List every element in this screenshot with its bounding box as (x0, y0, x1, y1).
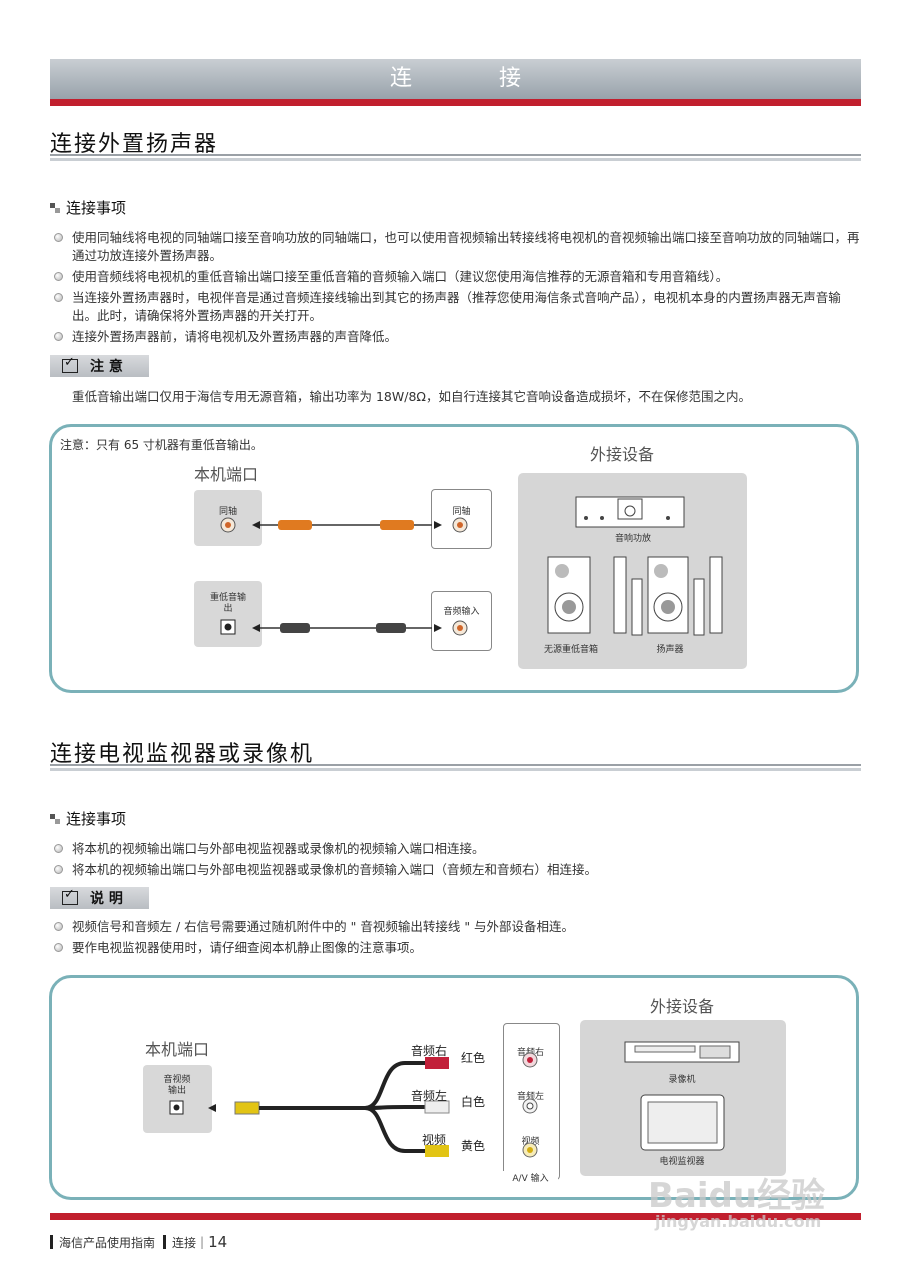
subheading-text: 连接事项 (66, 810, 127, 828)
footer-bar-icon (163, 1235, 167, 1249)
port-label: 同轴 (452, 507, 471, 517)
av-cable-icon (208, 1057, 450, 1157)
rca-jack-icon (220, 517, 236, 533)
list-item: 使用音频线将电视机的重低音输出端口接至重低音箱的音频输入端口（建议您使用海信推荐… (54, 268, 864, 286)
port-label: 音频输入 (443, 607, 480, 617)
checkbox-icon (62, 887, 78, 905)
square-jack-icon (169, 1100, 184, 1115)
note-label: 注 意 (90, 359, 123, 375)
header-accent-bar (50, 99, 861, 106)
baidu-watermark-url: jingyan.baidu.com (655, 1212, 822, 1231)
section-rule (50, 768, 861, 771)
color-label-red: 红色 (461, 1051, 486, 1065)
av-cable-diagram (169, 1057, 450, 1157)
footer-guide: 海信产品使用指南 (59, 1235, 156, 1250)
section-rule (50, 764, 861, 766)
external-device-title: 外接设备 (650, 997, 715, 1016)
list-item: 当连接外置扬声器时，电视伴音是通过音频连接线输出到其它的扬声器（推荐您使用海信条… (54, 289, 864, 325)
amp-label: 音响功放 (614, 534, 651, 544)
square-bullet-icon (50, 813, 60, 824)
yellow-jack-icon (522, 1142, 538, 1158)
av-input-label: A/V 输入 (503, 1171, 558, 1184)
subwoofer-icon (547, 556, 591, 634)
red-jack-icon (522, 1052, 538, 1068)
speaker-illustration (547, 496, 723, 636)
color-label-yellow: 黄色 (461, 1139, 486, 1153)
footer-accent-bar (50, 1213, 861, 1220)
audio-cable-icon (252, 623, 442, 633)
list-item: 使用同轴线将电视的同轴端口接至音响功放的同轴端口，也可以使用音视频输出转接线将电… (54, 229, 864, 265)
list-item: 将本机的视频输出端口与外部电视监视器或录像机的视频输入端口相连接。 (54, 840, 864, 858)
diagram-caption: 注意：只有 65 寸机器有重低音输出。 (60, 438, 263, 452)
subheading: 连接事项 (50, 808, 126, 829)
cable-diagram (220, 517, 468, 636)
section-title: 连接外置扬声器 (50, 132, 219, 157)
bullet-list: 视频信号和音频左 / 右信号需要通过随机附件中的 " 音视频输出转接线 " 与外… (54, 918, 864, 960)
amplifier-icon (575, 496, 685, 528)
section-rule (50, 154, 861, 156)
square-jack-icon (220, 619, 236, 635)
vcr-icon (624, 1041, 740, 1063)
list-item: 要作电视监视器使用时，请仔细查阅本机静止图像的注意事项。 (54, 939, 864, 957)
local-port-title: 本机端口 (194, 465, 259, 484)
baidu-watermark: Baidu经验 (648, 1176, 826, 1216)
list-item: 将本机的视频输出端口与外部电视监视器或录像机的音频输入端口（音频左和音频右）相连… (54, 861, 864, 879)
coax-cable-icon (252, 520, 442, 530)
square-bullet-icon (50, 202, 60, 213)
speaker-icon (613, 556, 723, 636)
color-label-white: 白色 (461, 1095, 486, 1109)
subwoofer-label: 无源重低音箱 (543, 645, 598, 655)
cable-label-right: 音频右 (411, 1044, 448, 1058)
input-label: 视频 (521, 1137, 540, 1147)
vcr-label: 录像机 (668, 1075, 696, 1085)
footer-section: 连接 (172, 1235, 197, 1250)
speaker-label: 扬声器 (656, 645, 684, 655)
list-item: 视频信号和音频左 / 右信号需要通过随机附件中的 " 音视频输出转接线 " 与外… (54, 918, 864, 936)
header-band: 连 接 (50, 59, 861, 99)
rca-jack-icon (452, 620, 468, 636)
port-label: 重低音输出 (209, 593, 246, 614)
vcr-monitor-illustration (624, 1041, 740, 1151)
section-title: 连接电视监视器或录像机 (50, 742, 315, 767)
white-jack-icon (522, 1098, 538, 1114)
checkbox-icon (62, 355, 78, 373)
note-text: 重低音输出端口仅用于海信专用无源音箱，输出功率为 18W/8Ω，如自行连接其它音… (72, 389, 751, 404)
subwoofer-port-box: 重低音输出 (194, 581, 262, 647)
monitor-label: 电视监视器 (659, 1157, 705, 1167)
footer: 海信产品使用指南 连接 | 14 (50, 1233, 227, 1251)
subheading: 连接事项 (50, 197, 126, 218)
bullet-list: 使用同轴线将电视的同轴端口接至音响功放的同轴端口，也可以使用音视频输出转接线将电… (54, 229, 864, 349)
page-number: 14 (208, 1233, 228, 1251)
cable-label-video: 视频 (422, 1133, 447, 1147)
rca-jack-icon (452, 517, 468, 533)
port-label: 同轴 (218, 507, 237, 517)
local-port-title: 本机端口 (145, 1040, 210, 1059)
note-tag: 说 明 (50, 887, 149, 909)
page-header-title: 连 接 (390, 66, 561, 91)
note-label: 说 明 (90, 891, 123, 907)
section-rule (50, 158, 861, 161)
footer-bar-icon (50, 1235, 53, 1249)
av-output-port-box: 音视频输出 (143, 1065, 212, 1133)
subheading-text: 连接事项 (66, 199, 127, 217)
list-item: 连接外置扬声器前，请将电视机及外置扬声器的声音降低。 (54, 328, 864, 346)
input-label: 音频左 (516, 1092, 544, 1102)
av-jacks (522, 1052, 538, 1158)
cable-label-left: 音频左 (411, 1089, 448, 1103)
note-tag: 注 意 (50, 355, 149, 377)
audio-in-box: 音频输入 (431, 591, 492, 651)
bullet-list: 将本机的视频输出端口与外部电视监视器或录像机的视频输入端口相连接。 将本机的视频… (54, 840, 864, 882)
external-device-title: 外接设备 (590, 445, 655, 464)
port-label: 音视频输出 (163, 1075, 191, 1096)
monitor-icon (640, 1094, 725, 1151)
